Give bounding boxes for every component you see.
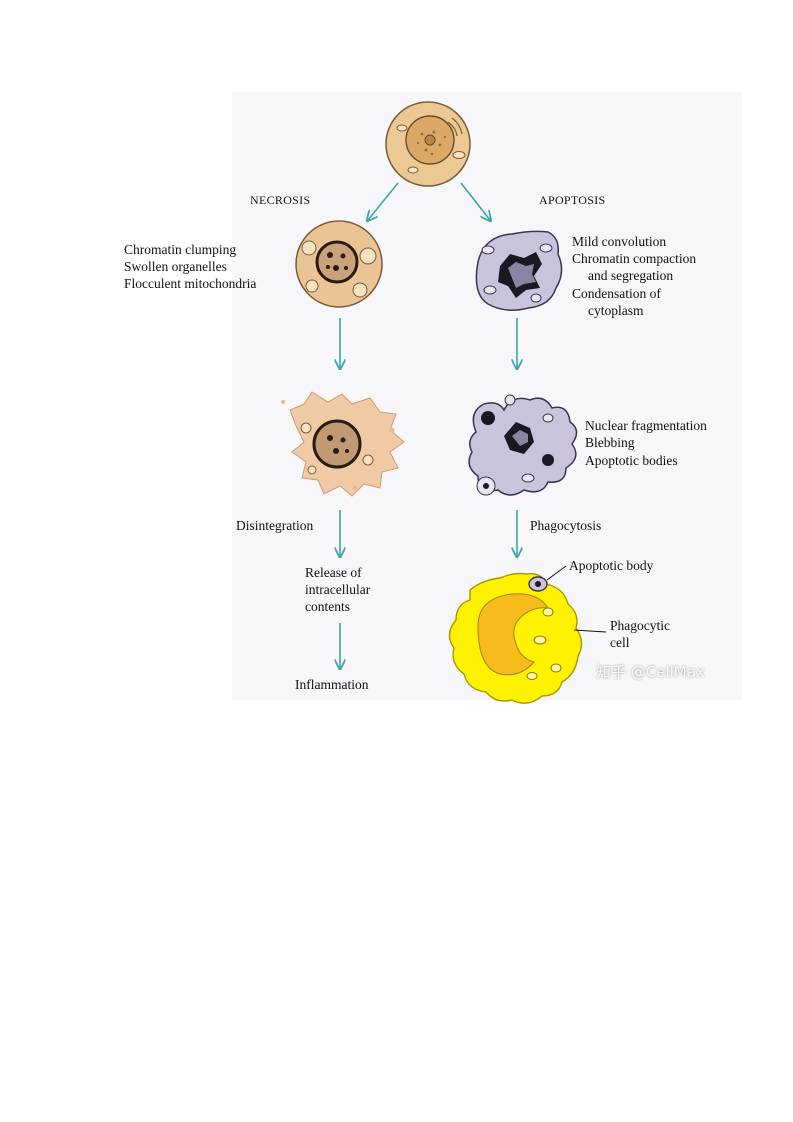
arrow-to-apoptosis xyxy=(460,182,490,220)
apoptotic-cell-blebbing xyxy=(468,394,578,496)
necrosis-step-disintegration: Disintegration xyxy=(236,518,314,533)
necrosis-release-line1: Release of xyxy=(305,565,362,580)
apoptosis-title: APOPTOSIS xyxy=(539,193,606,207)
phagocytic-cell-leader xyxy=(573,629,607,633)
apoptosis-step-phagocytosis: Phagocytosis xyxy=(530,518,602,533)
phagocytic-cell xyxy=(448,572,583,704)
necrosis-release-line3: contents xyxy=(305,599,350,614)
apoptosis-feature-fragmentation: Nuclear fragmentation xyxy=(585,418,707,433)
apoptosis-feature-blebbing: Blebbing xyxy=(585,435,635,450)
normal-cell xyxy=(385,101,471,187)
apoptosis-feature-segregation: and segregation xyxy=(588,268,674,283)
callout-phagocytic-line2: cell xyxy=(610,635,630,650)
watermark: 知乎 @CellMax xyxy=(596,663,705,681)
callout-phagocytic-line1: Phagocytic xyxy=(610,618,670,633)
apoptotic-cell-early xyxy=(475,230,563,311)
apoptosis-feature-bodies: Apoptotic bodies xyxy=(585,453,678,468)
necrotic-cell-early xyxy=(295,220,383,308)
apoptosis-feature-cytoplasm: cytoplasm xyxy=(588,303,644,318)
arrow-to-necrosis xyxy=(368,182,399,220)
necrosis-feature-mitochondria: Flocculent mitochondria xyxy=(124,276,257,291)
apoptosis-feature-convolution: Mild convolution xyxy=(572,234,667,249)
necrosis-step-inflammation: Inflammation xyxy=(295,677,369,692)
apoptosis-feature-condensation: Condensation of xyxy=(572,286,661,301)
apoptotic-body-leader xyxy=(546,565,567,581)
necrosis-release-line2: intracellular xyxy=(305,582,371,597)
apoptosis-feature-chromatin: Chromatin compaction xyxy=(572,251,697,266)
necrosis-feature-organelles: Swollen organelles xyxy=(124,259,227,274)
necrosis-feature-chromatin: Chromatin clumping xyxy=(124,242,237,257)
necrosis-title: NECROSIS xyxy=(250,193,311,207)
callout-apoptotic-body: Apoptotic body xyxy=(569,558,654,573)
necrotic-cell-disintegrating xyxy=(281,391,405,497)
